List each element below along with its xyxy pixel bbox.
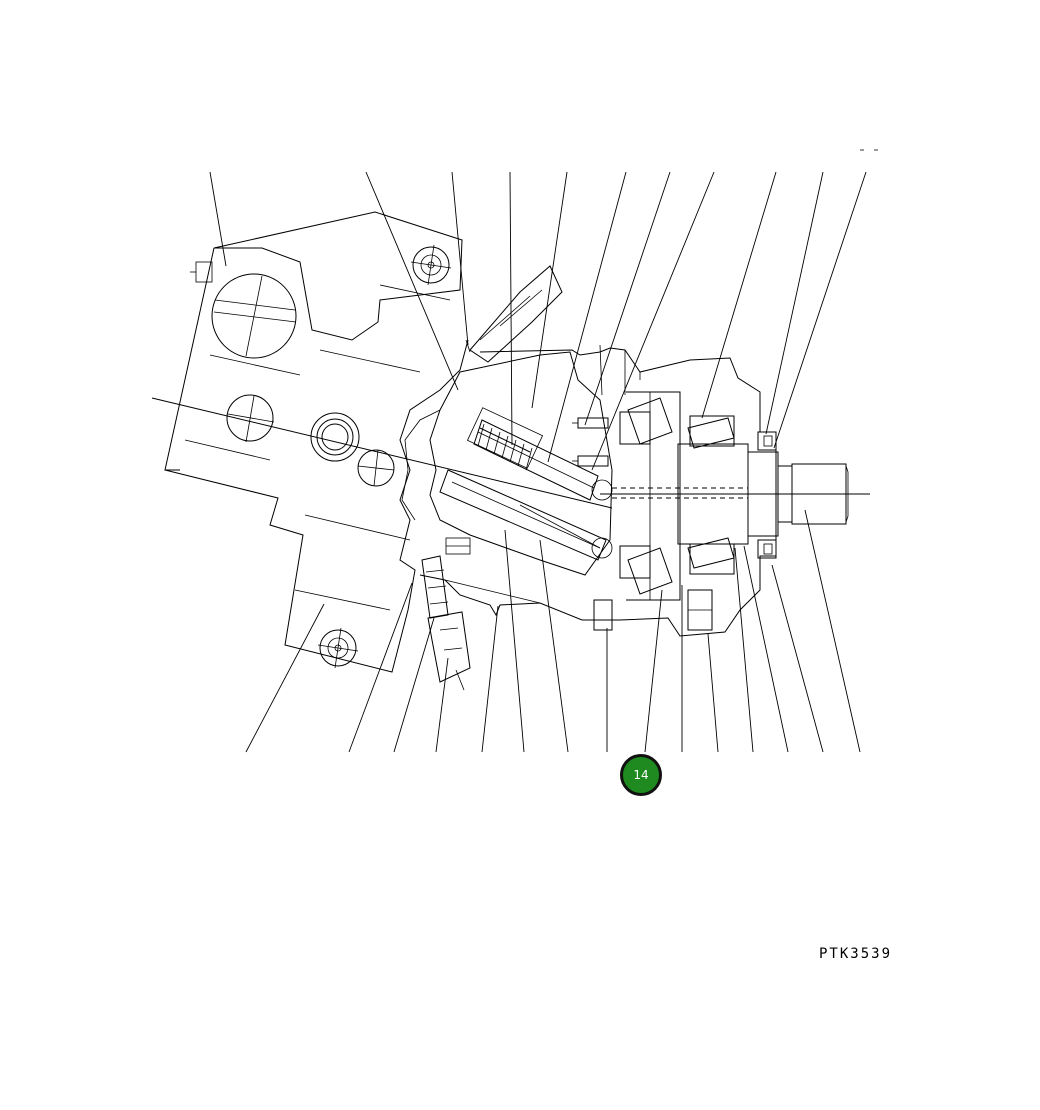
angled-plug-top — [465, 265, 563, 363]
leader-lines-top — [151, 149, 878, 509]
drawing-code: PTK3539 — [819, 946, 893, 962]
spring — [466, 407, 544, 471]
leader-lines-bottom — [245, 509, 861, 753]
cylinder-block — [401, 351, 613, 576]
port-openings — [211, 273, 395, 487]
mounting-bolts — [317, 244, 452, 669]
callout-14-marker[interactable]: 14 — [620, 754, 662, 796]
shaft-and-bearings — [572, 397, 870, 631]
port-block-housing — [164, 211, 469, 673]
angled-bolt-bottom — [421, 555, 471, 691]
main-housing — [419, 344, 777, 637]
